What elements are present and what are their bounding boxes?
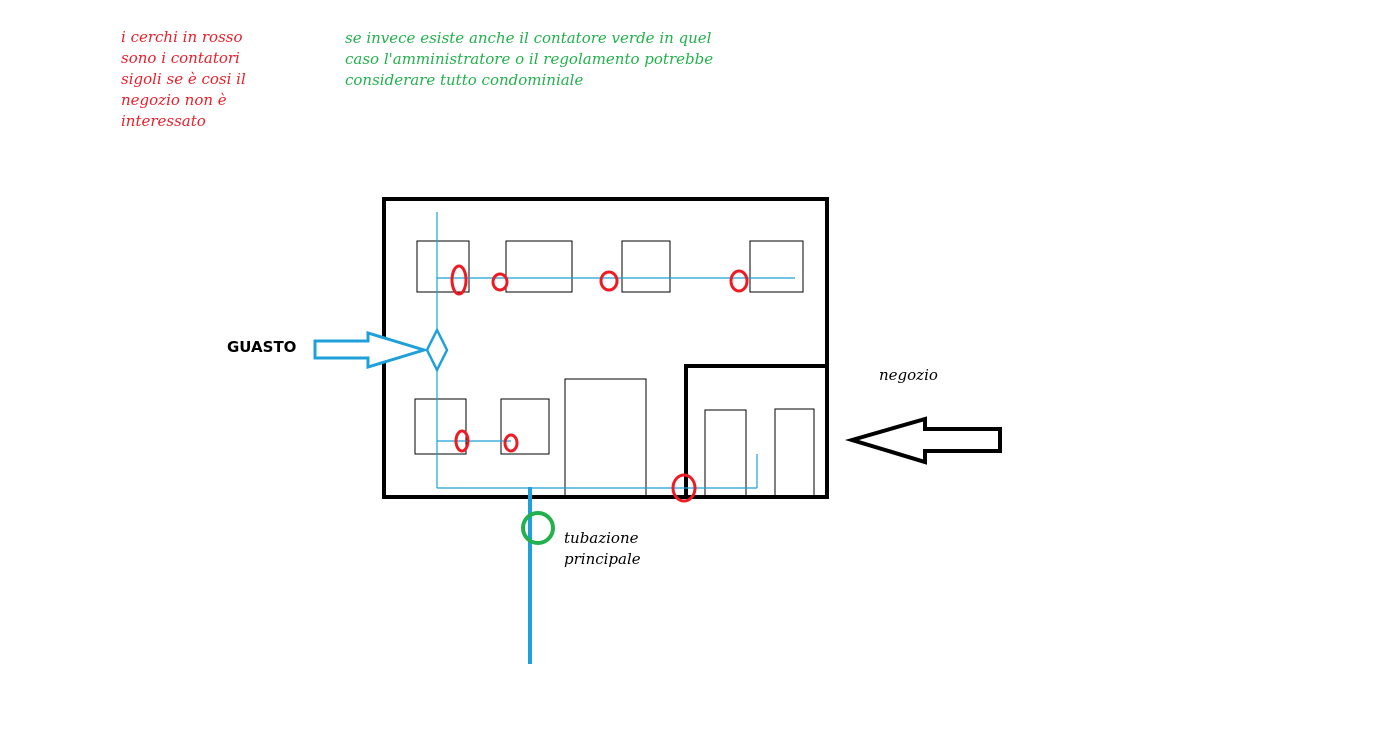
building-outline [382, 197, 829, 499]
apartment-box [749, 240, 804, 293]
shop-outline [684, 364, 827, 497]
main-pipe-label: tubazione principale [564, 529, 641, 568]
fault-arrow-icon [313, 330, 430, 370]
shop-doors [704, 408, 815, 498]
apartment-box [505, 240, 573, 293]
red-meter-icon [503, 433, 519, 453]
fault-valve-icon [425, 327, 449, 373]
apartment-box [621, 240, 671, 293]
red-meter-icon [671, 473, 697, 503]
red-meter-icon [729, 269, 749, 293]
fault-label: GUASTO [227, 338, 297, 356]
red-meters [450, 264, 749, 503]
internal-pipes [436, 212, 795, 489]
shop-arrow-icon [844, 416, 1002, 465]
red-meter-icon [454, 429, 470, 453]
apartments-top-row [416, 240, 804, 293]
shop-door [774, 408, 815, 498]
red-meter-icon [599, 270, 619, 292]
apartment-box [500, 398, 550, 455]
green-meter-icon [521, 511, 555, 545]
green-meter-note: se invece esiste anche il contatore verd… [345, 29, 714, 89]
apartments-bottom-row [414, 378, 647, 498]
apartment-box [416, 240, 470, 293]
red-meter-icon [491, 272, 509, 292]
apartment-box [414, 398, 467, 455]
red-meter-icon [450, 264, 468, 296]
shop-door [704, 409, 747, 498]
red-meters-note: i cerchi in rosso sono i contatori sigol… [121, 28, 246, 130]
apartment-box [564, 378, 647, 498]
shop-label: negozio [879, 366, 938, 384]
